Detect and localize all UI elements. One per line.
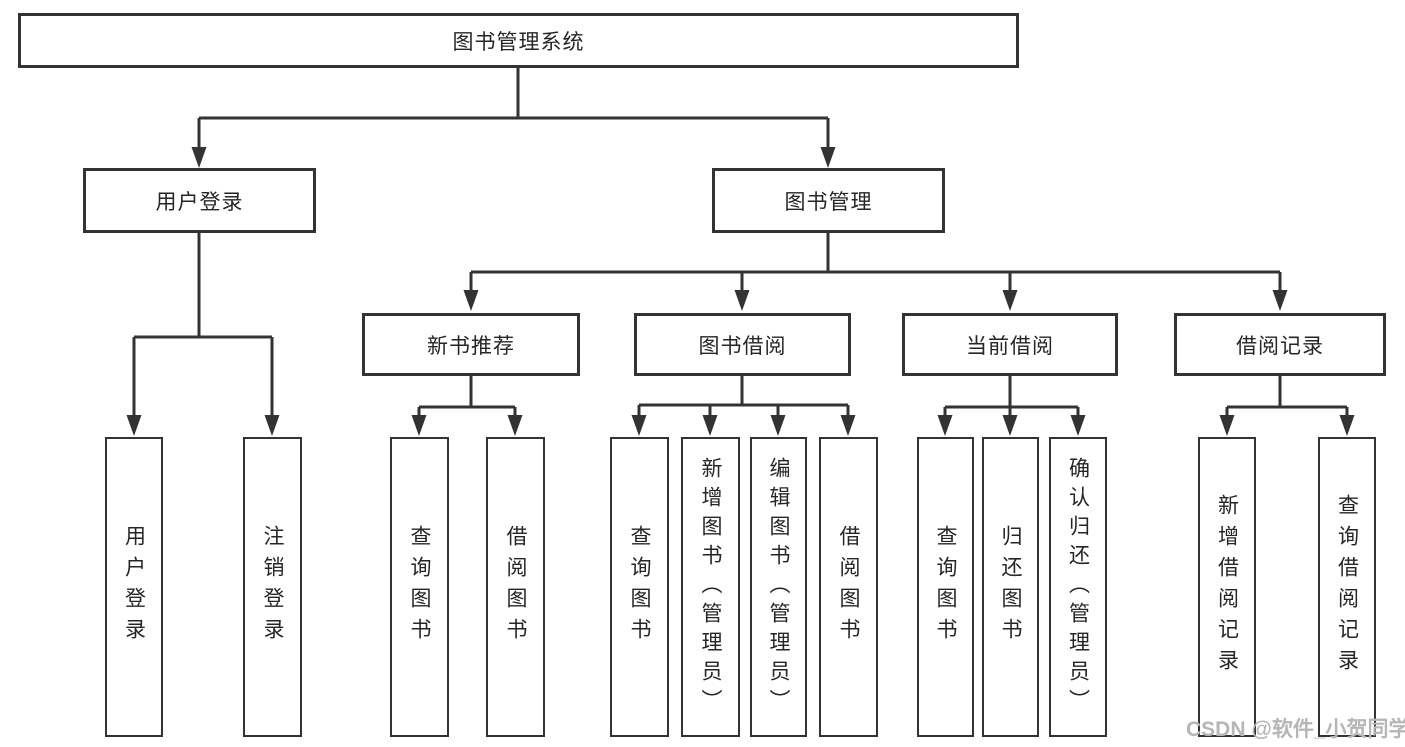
leaf-edit-books-admin: 编辑图书（管理员） [750,437,807,737]
node-new-book-recommendation: 新书推荐 [362,313,580,376]
leaf-user-login: 用户登录 [105,437,163,737]
leaf-return-books: 归还图书 [982,437,1039,737]
leaf-borrow-books: 借阅图书 [819,437,878,737]
leaf-edit-books-admin-label: 编辑图书（管理员） [767,456,791,718]
leaf-borrow-books-recommend: 借阅图书 [486,437,545,737]
node-user-login-label: 用户登录 [155,190,244,214]
leaf-query-books-recommend-label: 查询图书 [408,525,432,649]
connector-paths [132,68,1349,418]
node-book-management-label: 图书管理 [784,190,873,214]
leaf-borrow-books-label: 借阅图书 [837,525,861,649]
node-current-borrowing: 当前借阅 [902,313,1118,376]
node-book-borrowing-label: 图书借阅 [698,334,787,358]
leaf-query-borrow-record: 查询借阅记录 [1318,437,1376,737]
leaf-return-books-label: 归还图书 [999,525,1023,649]
leaf-query-books-current-label: 查询图书 [934,525,958,649]
leaf-add-books-admin: 新增图书（管理员） [681,437,740,737]
node-user-login: 用户登录 [83,168,316,233]
node-root-library-management-system: 图书管理系统 [18,13,1019,68]
leaf-logout-label: 注销登录 [261,525,285,649]
leaf-borrow-books-recommend-label: 借阅图书 [504,525,528,649]
node-root-label: 图书管理系统 [452,30,585,54]
leaf-confirm-return-admin-label: 确认归还（管理员） [1066,456,1090,718]
node-book-borrowing: 图书借阅 [634,313,851,376]
node-borrowing-records-label: 借阅记录 [1236,334,1324,358]
node-book-management: 图书管理 [712,168,945,233]
leaf-query-books-current: 查询图书 [917,437,974,737]
leaf-logout: 注销登录 [243,437,302,737]
arrowheads [126,147,1355,436]
leaf-query-books-borrow-label: 查询图书 [628,525,652,649]
leaf-query-borrow-record-label: 查询借阅记录 [1335,494,1359,680]
leaf-add-borrow-record: 新增借阅记录 [1198,437,1256,737]
node-new-book-recommendation-label: 新书推荐 [427,334,515,358]
node-borrowing-records: 借阅记录 [1174,313,1386,376]
leaf-confirm-return-admin: 确认归还（管理员） [1049,437,1107,737]
leaf-query-books-borrow: 查询图书 [610,437,669,737]
watermark: CSDN @软件_小贺同学 [1186,718,1405,741]
leaf-query-books-recommend: 查询图书 [390,437,449,737]
leaf-add-books-admin-label: 新增图书（管理员） [699,456,723,718]
leaf-add-borrow-record-label: 新增借阅记录 [1215,494,1239,680]
node-current-borrowing-label: 当前借阅 [966,334,1054,358]
leaf-user-login-label: 用户登录 [122,525,146,649]
